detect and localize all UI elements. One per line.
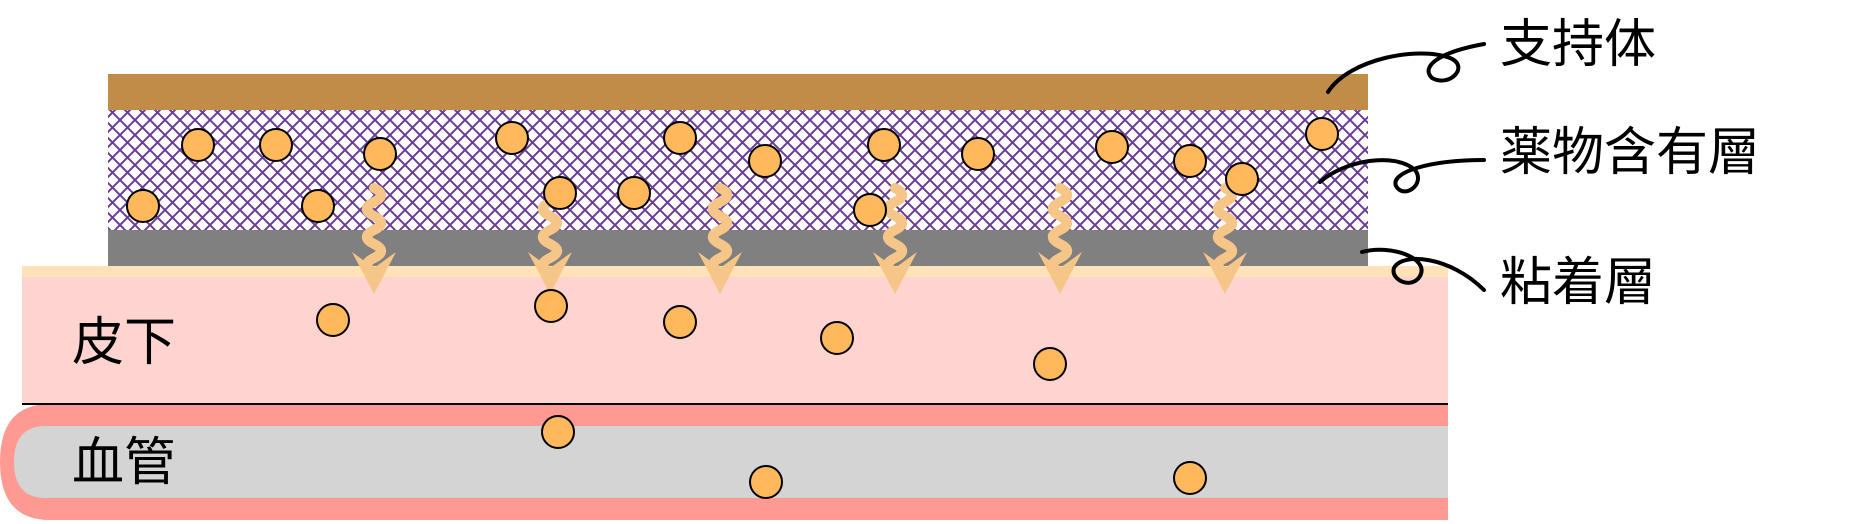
adhesive-layer <box>108 230 1368 266</box>
leader-lines <box>1318 42 1486 292</box>
drug-particle-icon <box>617 176 651 210</box>
drug-particle-icon <box>1173 144 1207 178</box>
label-subcutaneous: 皮下 <box>72 313 176 373</box>
drug-particle-icon <box>1225 162 1259 196</box>
drug-particle-icon <box>363 137 397 171</box>
drug-particle-icon <box>749 465 783 499</box>
drug-particle-icon <box>181 128 215 162</box>
drug-particle-icon <box>663 121 697 155</box>
label-blood-vessel: 血管 <box>72 433 176 493</box>
label-drug-layer: 薬物含有層 <box>1500 123 1760 183</box>
arrowhead <box>528 252 572 294</box>
drug-particle-icon <box>301 189 335 223</box>
drug-particle-icon <box>541 415 575 449</box>
leader-line-adhesive <box>1360 247 1486 292</box>
drug-particle-icon <box>1033 347 1067 381</box>
arrowhead <box>1203 252 1247 294</box>
support-layer <box>108 74 1368 110</box>
subcutaneous-tissue <box>22 266 1448 404</box>
arrowhead <box>1038 252 1082 294</box>
vessel-lumen <box>14 426 1448 498</box>
label-support: 支持体 <box>1500 15 1656 75</box>
drug-particle-icon <box>495 121 529 155</box>
diffusion-arrow <box>698 183 742 294</box>
diffusion-arrows <box>352 183 1247 294</box>
label-adhesive: 粘着層 <box>1500 253 1656 313</box>
skin-surface <box>22 266 1448 277</box>
drug-particle-icon <box>867 128 901 162</box>
drug-particle-icon <box>853 193 887 227</box>
drug-particle-icon <box>1173 461 1207 495</box>
drug-particle-icon <box>748 144 782 178</box>
drug-particles <box>126 117 1339 499</box>
drug-particle-icon <box>820 321 854 355</box>
drug-particle-icon <box>1305 117 1339 151</box>
drug-particle-icon <box>316 303 350 337</box>
drug-particle-icon <box>961 137 995 171</box>
arrowhead <box>698 252 742 294</box>
drug-particle-icon <box>534 289 568 323</box>
arrowhead <box>352 252 396 294</box>
arrowhead <box>873 252 917 294</box>
diffusion-arrow <box>1203 183 1247 294</box>
blood-vessel <box>0 404 1448 520</box>
drug-particle-icon <box>543 176 577 210</box>
diffusion-arrow <box>1038 183 1082 294</box>
diffusion-arrow <box>873 183 917 294</box>
drug-particle-icon <box>259 128 293 162</box>
leader-line-support <box>1326 42 1486 94</box>
drug-particle-icon <box>1095 130 1129 164</box>
leader-line-drug-layer <box>1318 158 1486 194</box>
drug-particle-icon <box>126 189 160 223</box>
drug-particle-icon <box>663 305 697 339</box>
diffusion-arrow <box>352 183 396 294</box>
